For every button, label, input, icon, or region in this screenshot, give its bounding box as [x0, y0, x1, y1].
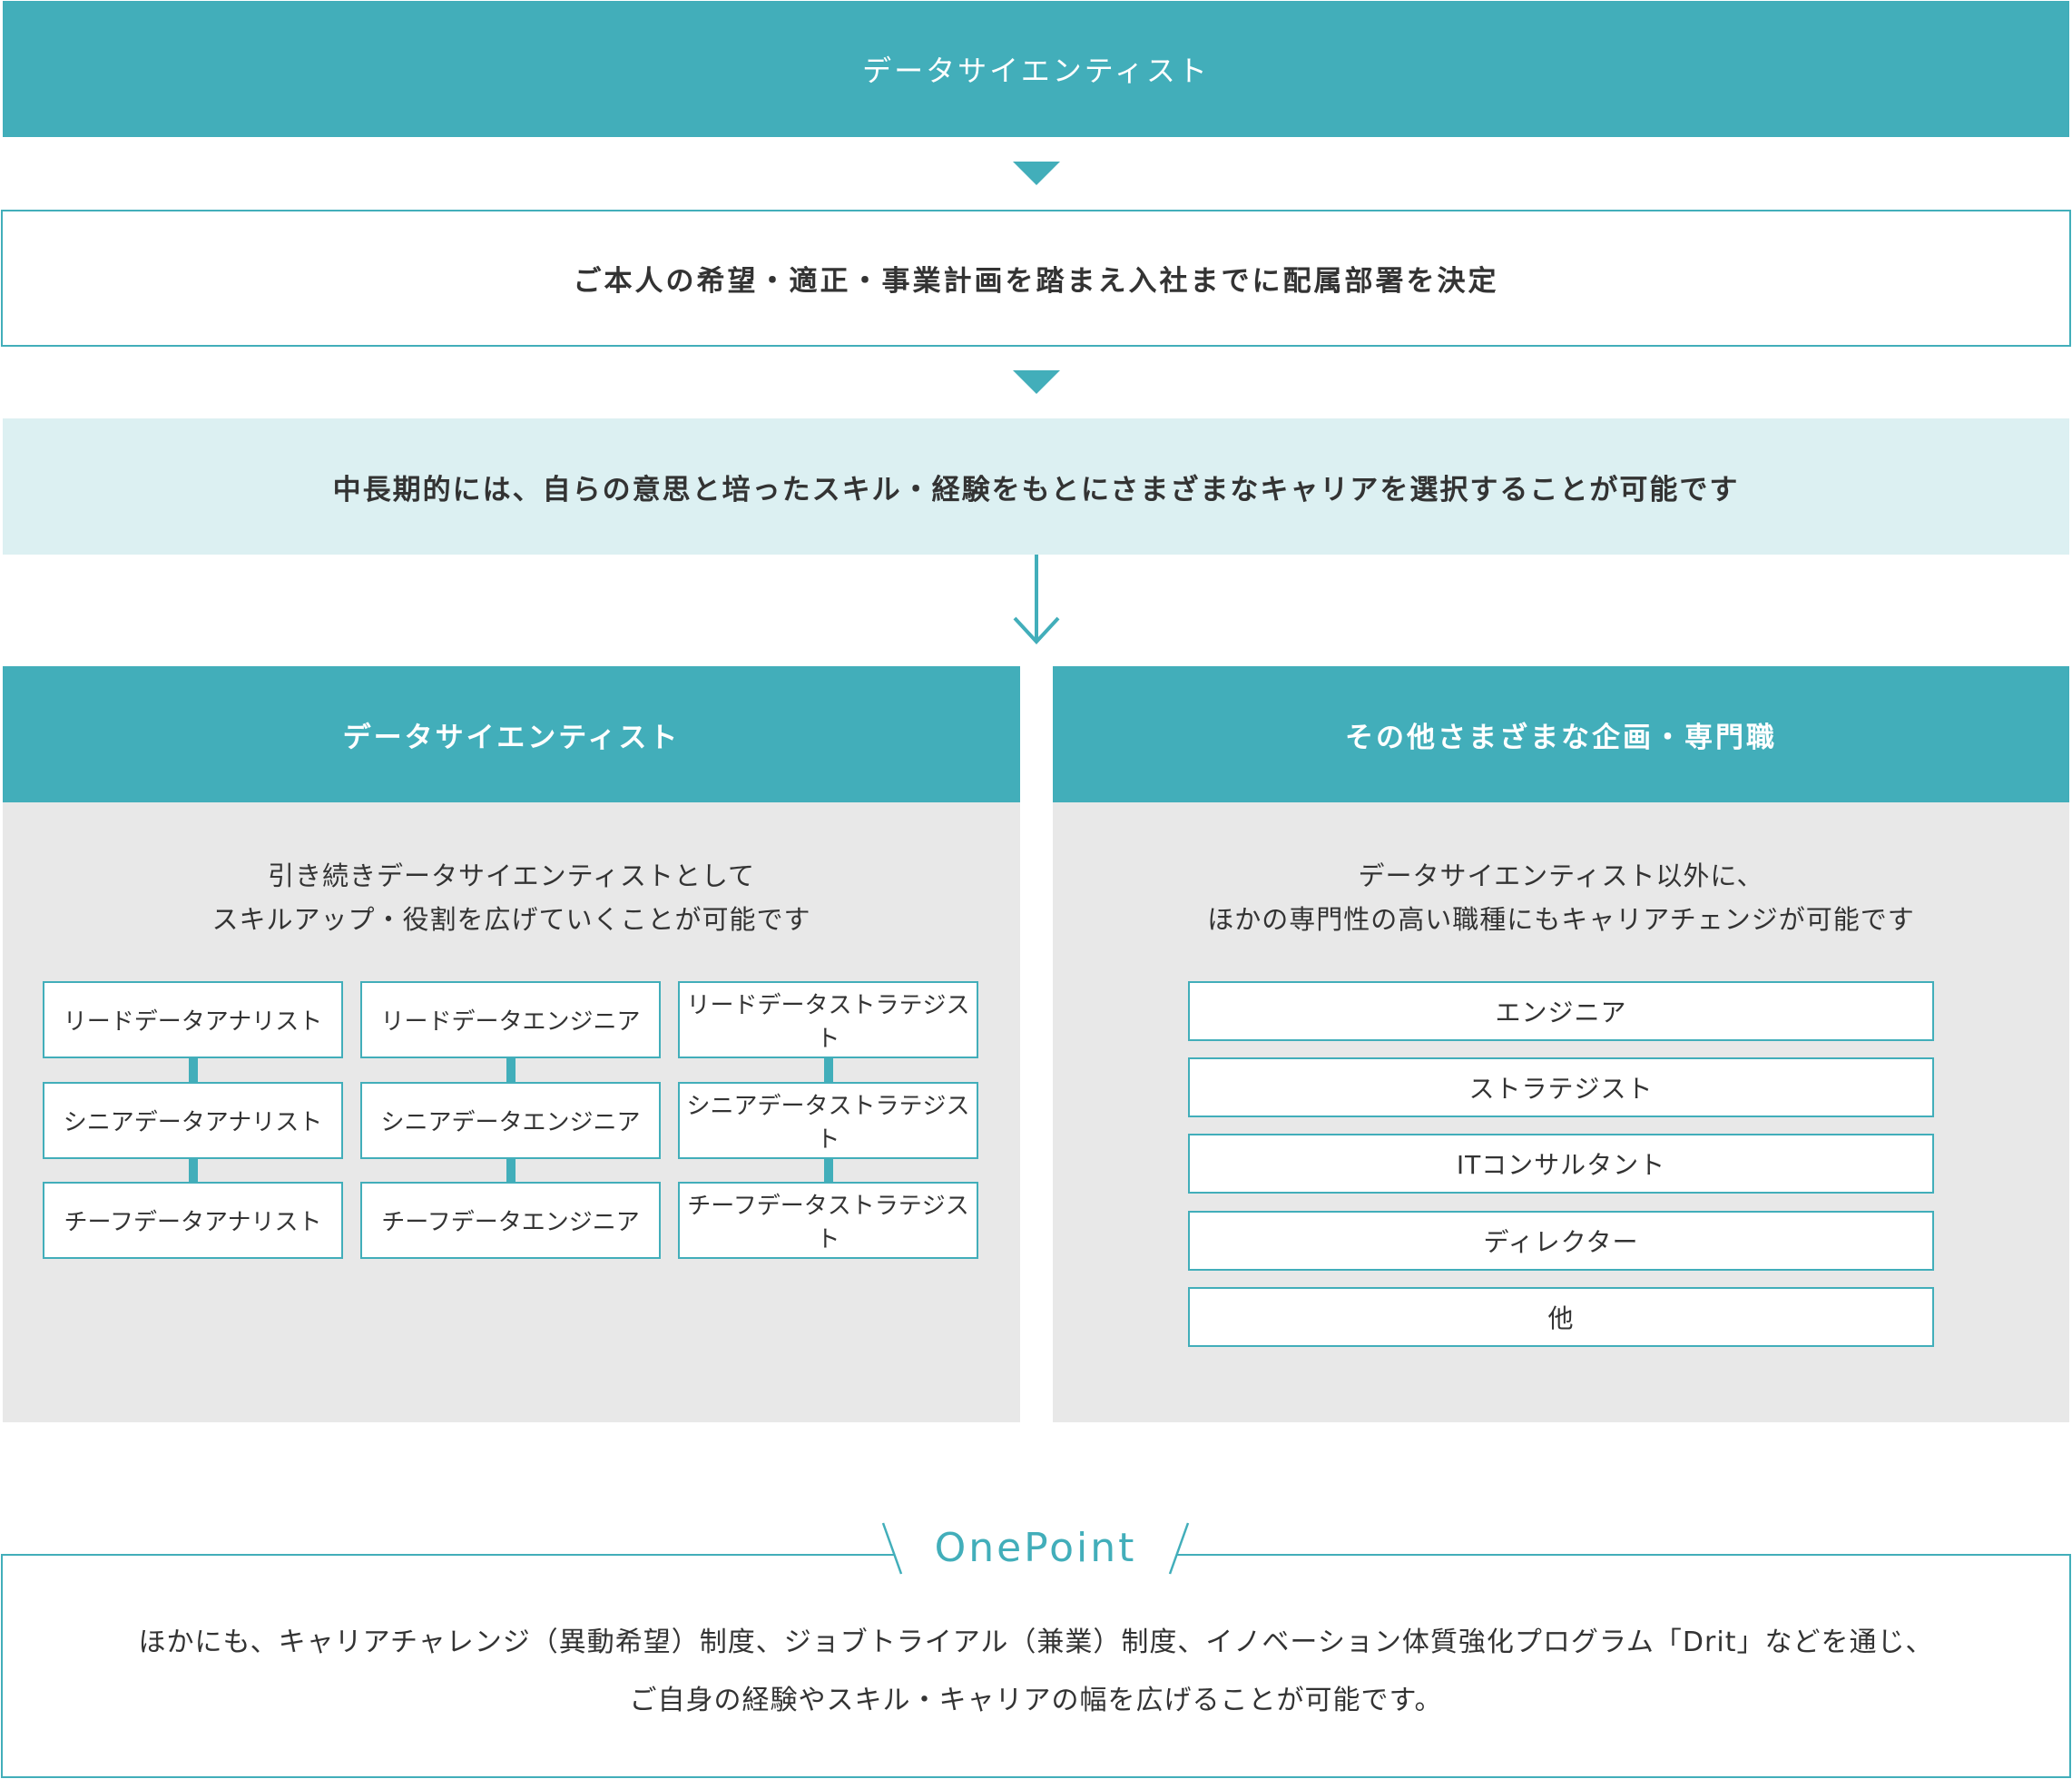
career-item-it-consultant: ITコンサルタント: [1188, 1134, 1934, 1194]
career-item-director: ディレクター: [1188, 1211, 1934, 1271]
right-column-description: データサイエンティスト以外に、 ほかの専門性の高い職種にもキャリアチェンジが可能…: [1053, 854, 2069, 941]
role-label: シニアデータストラテジスト: [686, 1092, 970, 1154]
placement-step-text: ご本人の希望・適正・事業計画を踏まえ入社までに配属部署を決定: [573, 265, 1499, 298]
top-title-bar: データサイエンティスト: [3, 1, 2069, 137]
role-connector: [824, 1058, 833, 1082]
role-label: シニアデータアナリスト: [63, 1109, 323, 1136]
onepoint-title: OnePoint: [894, 1520, 1177, 1575]
role-box-lead-strategist: リードデータストラテジスト: [678, 981, 978, 1058]
role-label: リードデータストラテジスト: [686, 991, 970, 1053]
left-desc-line-1: 引き続きデータサイエンティストとして: [267, 860, 756, 891]
career-item-label: 他: [1547, 1303, 1575, 1333]
top-title: データサイエンティスト: [862, 54, 1210, 88]
onepoint-title-text: OnePoint: [934, 1524, 1137, 1571]
role-label: リードデータアナリスト: [63, 1008, 323, 1036]
onepoint-text-line-2: ご自身の経験やスキル・キャリアの幅を広げることが可能です。: [629, 1685, 1443, 1716]
role-box-senior-analyst: シニアデータアナリスト: [43, 1082, 343, 1159]
career-item-label: エンジニア: [1495, 998, 1627, 1027]
role-box-senior-engineer: シニアデータエンジニア: [360, 1082, 661, 1159]
role-box-senior-strategist: シニアデータストラテジスト: [678, 1082, 978, 1159]
role-label: チーフデータアナリスト: [64, 1209, 322, 1236]
role-box-chief-analyst: チーフデータアナリスト: [43, 1182, 343, 1259]
role-connector: [506, 1058, 516, 1082]
role-box-lead-analyst: リードデータアナリスト: [43, 981, 343, 1058]
role-connector: [189, 1058, 198, 1082]
left-column-title: データサイエンティスト: [342, 721, 681, 754]
onepoint-text-line-1: ほかにも、キャリアチャレンジ（異動希望）制度、ジョブトライアル（兼業）制度、イノ…: [138, 1627, 1934, 1658]
career-item-other: 他: [1188, 1287, 1934, 1347]
career-item-strategist: ストラテジスト: [1188, 1057, 1934, 1117]
left-column-header: データサイエンティスト: [3, 666, 1020, 802]
left-column-description: 引き続きデータサイエンティストとして スキルアップ・役割を広げていくことが可能で…: [3, 854, 1020, 941]
onepoint-title-gap: [894, 1543, 1177, 1567]
down-triangle-icon: [1013, 162, 1060, 185]
left-desc-line-2: スキルアップ・役割を広げていくことが可能です: [211, 904, 811, 935]
role-connector: [189, 1159, 198, 1183]
onepoint-slash-icon: [881, 1522, 1190, 1575]
role-label: チーフデータストラテジスト: [687, 1192, 969, 1253]
role-connector: [824, 1159, 833, 1183]
career-item-label: ストラテジスト: [1468, 1074, 1654, 1104]
career-item-label: ITコンサルタント: [1456, 1150, 1666, 1180]
role-label: シニアデータエンジニア: [380, 1109, 641, 1136]
career-item-label: ディレクター: [1483, 1227, 1639, 1257]
role-label: チーフデータエンジニア: [381, 1209, 640, 1236]
role-box-lead-engineer: リードデータエンジニア: [360, 981, 661, 1058]
career-choice-box: 中長期的には、自らの意思と培ったスキル・経験をもとにさまざまなキャリアを選択する…: [3, 418, 2069, 555]
role-connector: [506, 1159, 516, 1183]
down-triangle-icon: [1013, 370, 1060, 394]
role-box-chief-strategist: チーフデータストラテジスト: [678, 1182, 978, 1259]
onepoint-box: [1, 1554, 2071, 1778]
down-arrow-icon: [1013, 555, 1060, 644]
right-column-title: その他さまざまな企画・専門職: [1345, 721, 1777, 754]
career-choice-text: 中長期的には、自らの意思と培ったスキル・経験をもとにさまざまなキャリアを選択する…: [332, 473, 1740, 506]
right-desc-line-1: データサイエンティスト以外に、: [1358, 860, 1764, 891]
right-column-header: その他さまざまな企画・専門職: [1053, 666, 2069, 802]
role-label: リードデータエンジニア: [380, 1008, 641, 1036]
right-desc-line-2: ほかの専門性の高い職種にもキャリアチェンジが可能です: [1207, 904, 1915, 935]
placement-step-box: ご本人の希望・適正・事業計画を踏まえ入社までに配属部署を決定: [1, 210, 2071, 347]
role-box-chief-engineer: チーフデータエンジニア: [360, 1182, 661, 1259]
career-item-engineer: エンジニア: [1188, 981, 1934, 1041]
